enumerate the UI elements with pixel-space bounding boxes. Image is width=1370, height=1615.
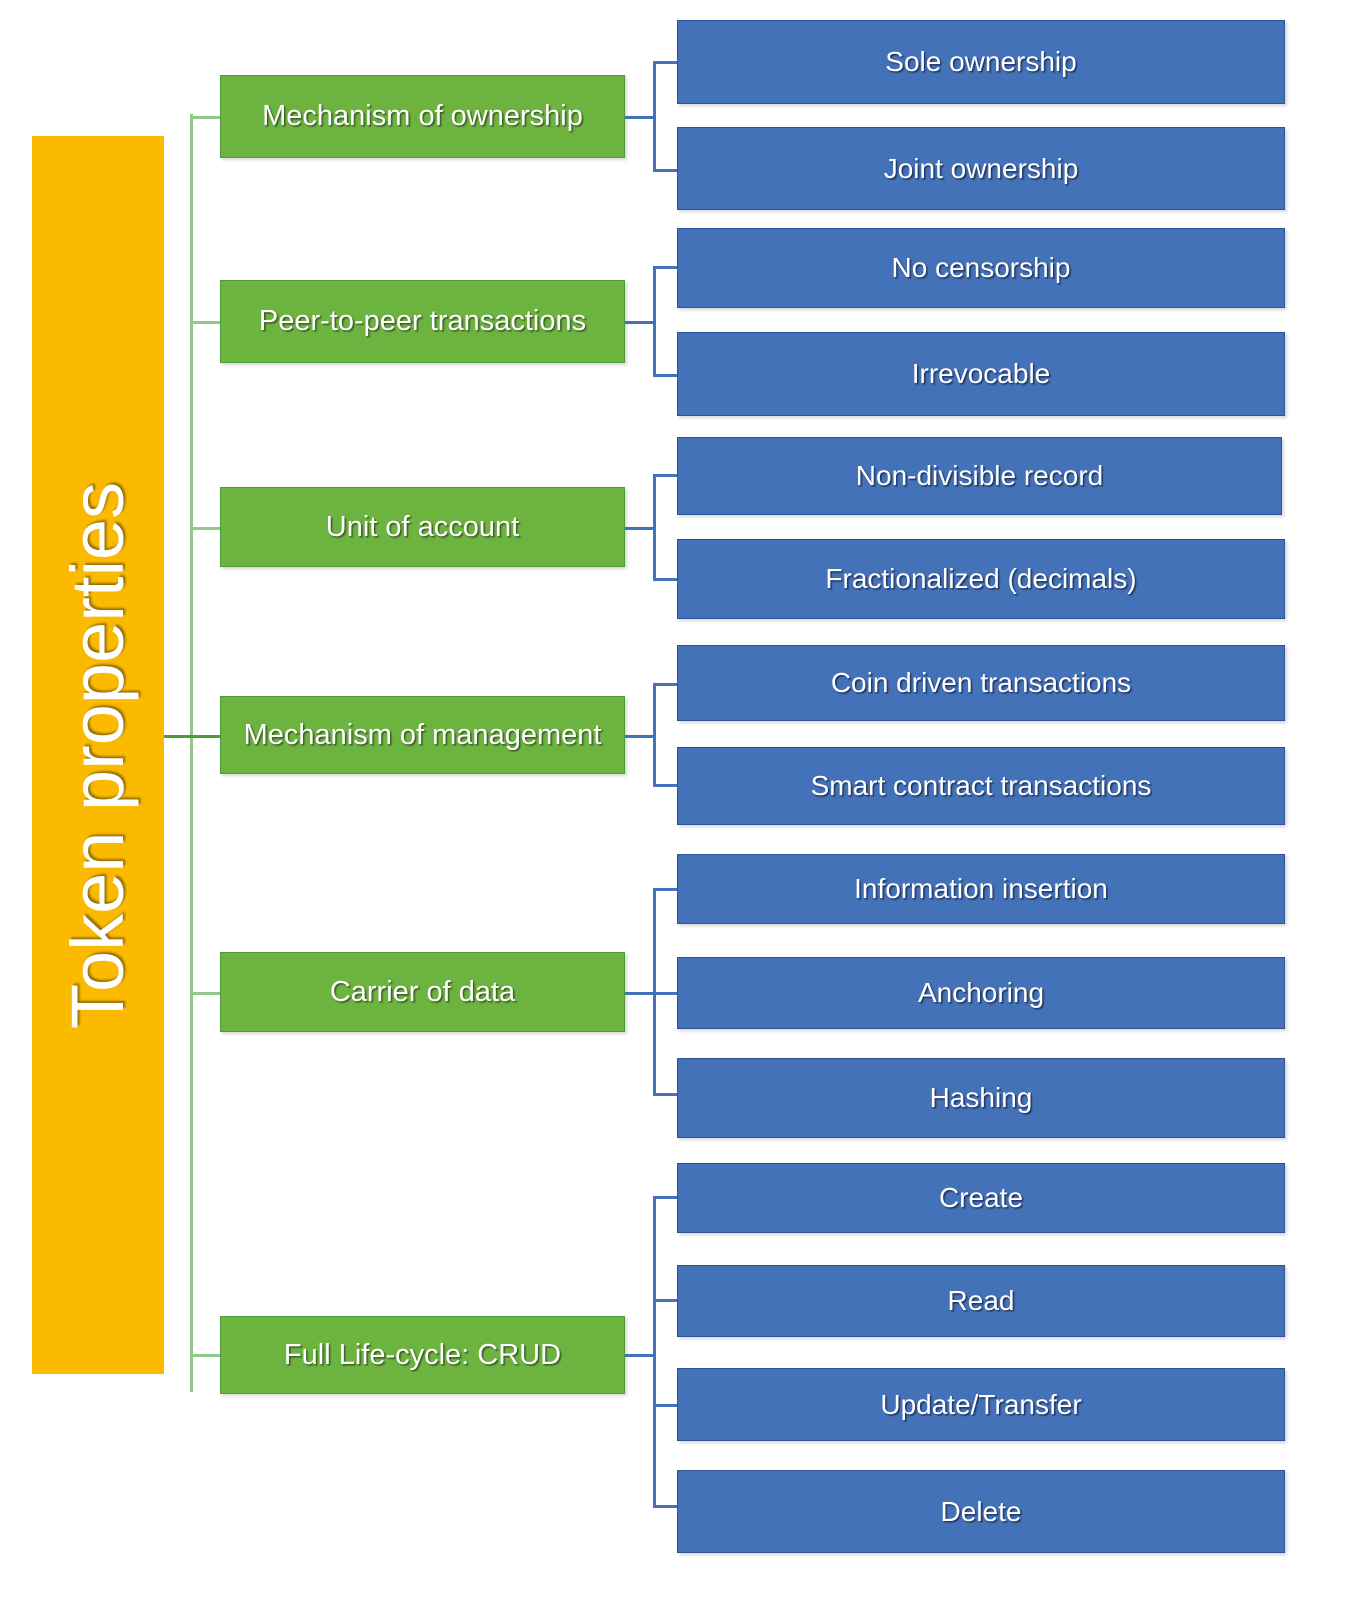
- root-node-label: Token properties: [56, 481, 140, 1029]
- leaf-node-label: Joint ownership: [883, 152, 1079, 184]
- branch-connector-4: [190, 735, 221, 738]
- bracket-arm-2-2: [653, 374, 679, 377]
- leaf-node-update-transfer[interactable]: Update/Transfer: [677, 1368, 1285, 1441]
- branch-node-unit-of-account[interactable]: Unit of account: [220, 487, 625, 567]
- bracket-inlet-2: [625, 321, 654, 324]
- bracket-arm-4-2: [653, 784, 679, 787]
- bracket-arm-5-1: [653, 888, 679, 891]
- leaf-node-hashing[interactable]: Hashing: [677, 1058, 1285, 1138]
- bracket-arm-3-2: [653, 578, 679, 581]
- leaf-node-create[interactable]: Create: [677, 1163, 1285, 1233]
- leaf-node-smart-contract-transactions[interactable]: Smart contract transactions: [677, 747, 1285, 825]
- leaf-node-label: Anchoring: [917, 977, 1045, 1008]
- branch-node-carrier-of-data[interactable]: Carrier of data: [220, 952, 625, 1032]
- branch-connector-6: [190, 1354, 221, 1357]
- branch-connector-5: [190, 992, 221, 995]
- branch-node-label: Full Life-cycle: CRUD: [283, 1338, 562, 1371]
- bracket-arm-6-2: [653, 1299, 679, 1302]
- leaf-node-label: Coin driven transactions: [830, 667, 1132, 698]
- leaf-node-label: Hashing: [929, 1082, 1033, 1113]
- branch-node-label: Peer-to-peer transactions: [258, 305, 587, 337]
- leaf-node-irrevocable[interactable]: Irrevocable: [677, 332, 1285, 416]
- leaf-node-information-insertion[interactable]: Information insertion: [677, 854, 1285, 924]
- leaf-node-fractionalized-decimals[interactable]: Fractionalized (decimals): [677, 539, 1285, 619]
- leaf-node-label: No censorship: [891, 252, 1071, 283]
- bracket-spine-2: [653, 266, 656, 377]
- branch-node-mechanism-of-ownership[interactable]: Mechanism of ownership: [220, 75, 625, 158]
- leaf-node-read[interactable]: Read: [677, 1265, 1285, 1337]
- branch-connector-1: [190, 116, 221, 119]
- branch-node-label: Mechanism of ownership: [262, 100, 583, 132]
- trunk-line: [190, 114, 193, 1392]
- branch-node-mechanism-of-management[interactable]: Mechanism of management: [220, 696, 625, 774]
- bracket-inlet-6: [625, 1354, 654, 1357]
- leaf-node-label: Read: [947, 1285, 1015, 1316]
- leaf-node-coin-driven-transactions[interactable]: Coin driven transactions: [677, 645, 1285, 721]
- root-to-trunk-connector: [164, 735, 191, 738]
- bracket-arm-5-3: [653, 1093, 679, 1096]
- bracket-spine-6: [653, 1196, 656, 1508]
- branch-connector-2: [190, 321, 221, 324]
- branch-node-label: Mechanism of management: [243, 718, 602, 751]
- bracket-inlet-4: [625, 735, 654, 738]
- branch-node-peer-to-peer-transactions[interactable]: Peer-to-peer transactions: [220, 280, 625, 363]
- leaf-node-label: Delete: [940, 1495, 1022, 1527]
- root-node-token-properties[interactable]: Token properties: [32, 136, 164, 1374]
- bracket-arm-6-3: [653, 1404, 679, 1407]
- leaf-node-label: Irrevocable: [911, 358, 1051, 389]
- branch-node-label: Carrier of data: [329, 975, 516, 1008]
- leaf-node-label: Fractionalized (decimals): [825, 563, 1137, 594]
- bracket-arm-6-4: [653, 1505, 679, 1508]
- leaf-node-joint-ownership[interactable]: Joint ownership: [677, 127, 1285, 210]
- leaf-node-label: Non-divisible record: [855, 460, 1104, 491]
- branch-node-full-life-cycle-crud[interactable]: Full Life-cycle: CRUD: [220, 1316, 625, 1394]
- leaf-node-label: Smart contract transactions: [810, 770, 1152, 801]
- bracket-inlet-1: [625, 116, 654, 119]
- bracket-arm-1-1: [653, 61, 679, 64]
- bracket-arm-2-1: [653, 266, 679, 269]
- bracket-spine-4: [653, 683, 656, 787]
- leaf-node-delete[interactable]: Delete: [677, 1470, 1285, 1553]
- leaf-node-label: Sole ownership: [885, 46, 1077, 77]
- bracket-inlet-5: [625, 992, 654, 995]
- branch-connector-3: [190, 527, 221, 530]
- leaf-node-sole-ownership[interactable]: Sole ownership: [677, 20, 1285, 104]
- bracket-arm-4-1: [653, 683, 679, 686]
- leaf-node-label: Create: [938, 1182, 1024, 1213]
- branch-node-label: Unit of account: [325, 510, 520, 543]
- bracket-arm-5-2: [653, 992, 679, 995]
- leaf-node-label: Information insertion: [854, 873, 1108, 904]
- leaf-node-anchoring[interactable]: Anchoring: [677, 957, 1285, 1029]
- leaf-node-non-divisible-record[interactable]: Non-divisible record: [677, 437, 1282, 515]
- bracket-spine-3: [653, 474, 656, 581]
- bracket-arm-6-1: [653, 1196, 679, 1199]
- leaf-node-label: Update/Transfer: [880, 1388, 1082, 1420]
- bracket-inlet-3: [625, 527, 654, 530]
- bracket-arm-1-2: [653, 169, 679, 172]
- bracket-spine-1: [653, 61, 656, 172]
- bracket-arm-3-1: [653, 474, 679, 477]
- leaf-node-no-censorship[interactable]: No censorship: [677, 228, 1285, 308]
